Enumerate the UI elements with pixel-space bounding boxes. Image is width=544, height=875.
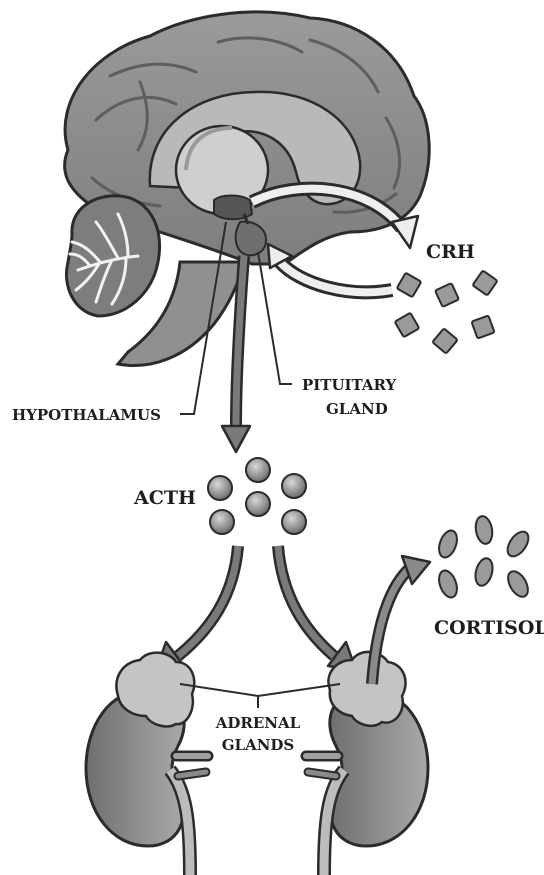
cerebellum: [66, 196, 159, 316]
acth-molecules: [208, 458, 306, 534]
crh-molecule: [397, 273, 422, 298]
crh-molecules: [395, 270, 498, 353]
acth-molecule: [282, 510, 306, 534]
crh-molecule: [395, 313, 420, 338]
crh-label: CRH: [426, 241, 475, 263]
crh-molecule: [472, 270, 497, 295]
crh-molecule: [435, 283, 459, 307]
cortisol-label: CORTISOL: [434, 617, 544, 639]
cortisol-molecule: [436, 528, 461, 560]
acth-molecule: [246, 492, 270, 516]
cortisol-molecules: [436, 515, 533, 600]
hypothalamus-label: HYPOTHALAMUS: [12, 406, 161, 424]
acth-molecule: [282, 474, 306, 498]
acth-molecule: [208, 476, 232, 500]
crh-molecule: [432, 328, 457, 353]
acth-to-left-adrenal-arrow: [156, 546, 238, 670]
pituitary-label-line1: PITUITARY: [302, 376, 397, 394]
cortisol-molecule: [503, 528, 532, 560]
cortisol-molecule: [436, 568, 461, 600]
acth-to-right-adrenal-arrow: [278, 546, 356, 670]
adrenal-label-line1: ADRENAL: [215, 714, 301, 732]
cortisol-molecule: [474, 515, 495, 545]
crh-molecule: [471, 315, 494, 338]
cortisol-molecule: [504, 568, 532, 600]
adrenal-label-line2: GLANDS: [222, 736, 295, 754]
acth-label: ACTH: [133, 487, 196, 509]
cortisol-molecule: [473, 556, 496, 587]
acth-molecule: [246, 458, 270, 482]
pituitary-label-line2: GLAND: [326, 400, 388, 418]
hypothalamus-region: [214, 196, 252, 220]
adrenal-leader-lines: [180, 684, 340, 708]
acth-molecule: [210, 510, 234, 534]
